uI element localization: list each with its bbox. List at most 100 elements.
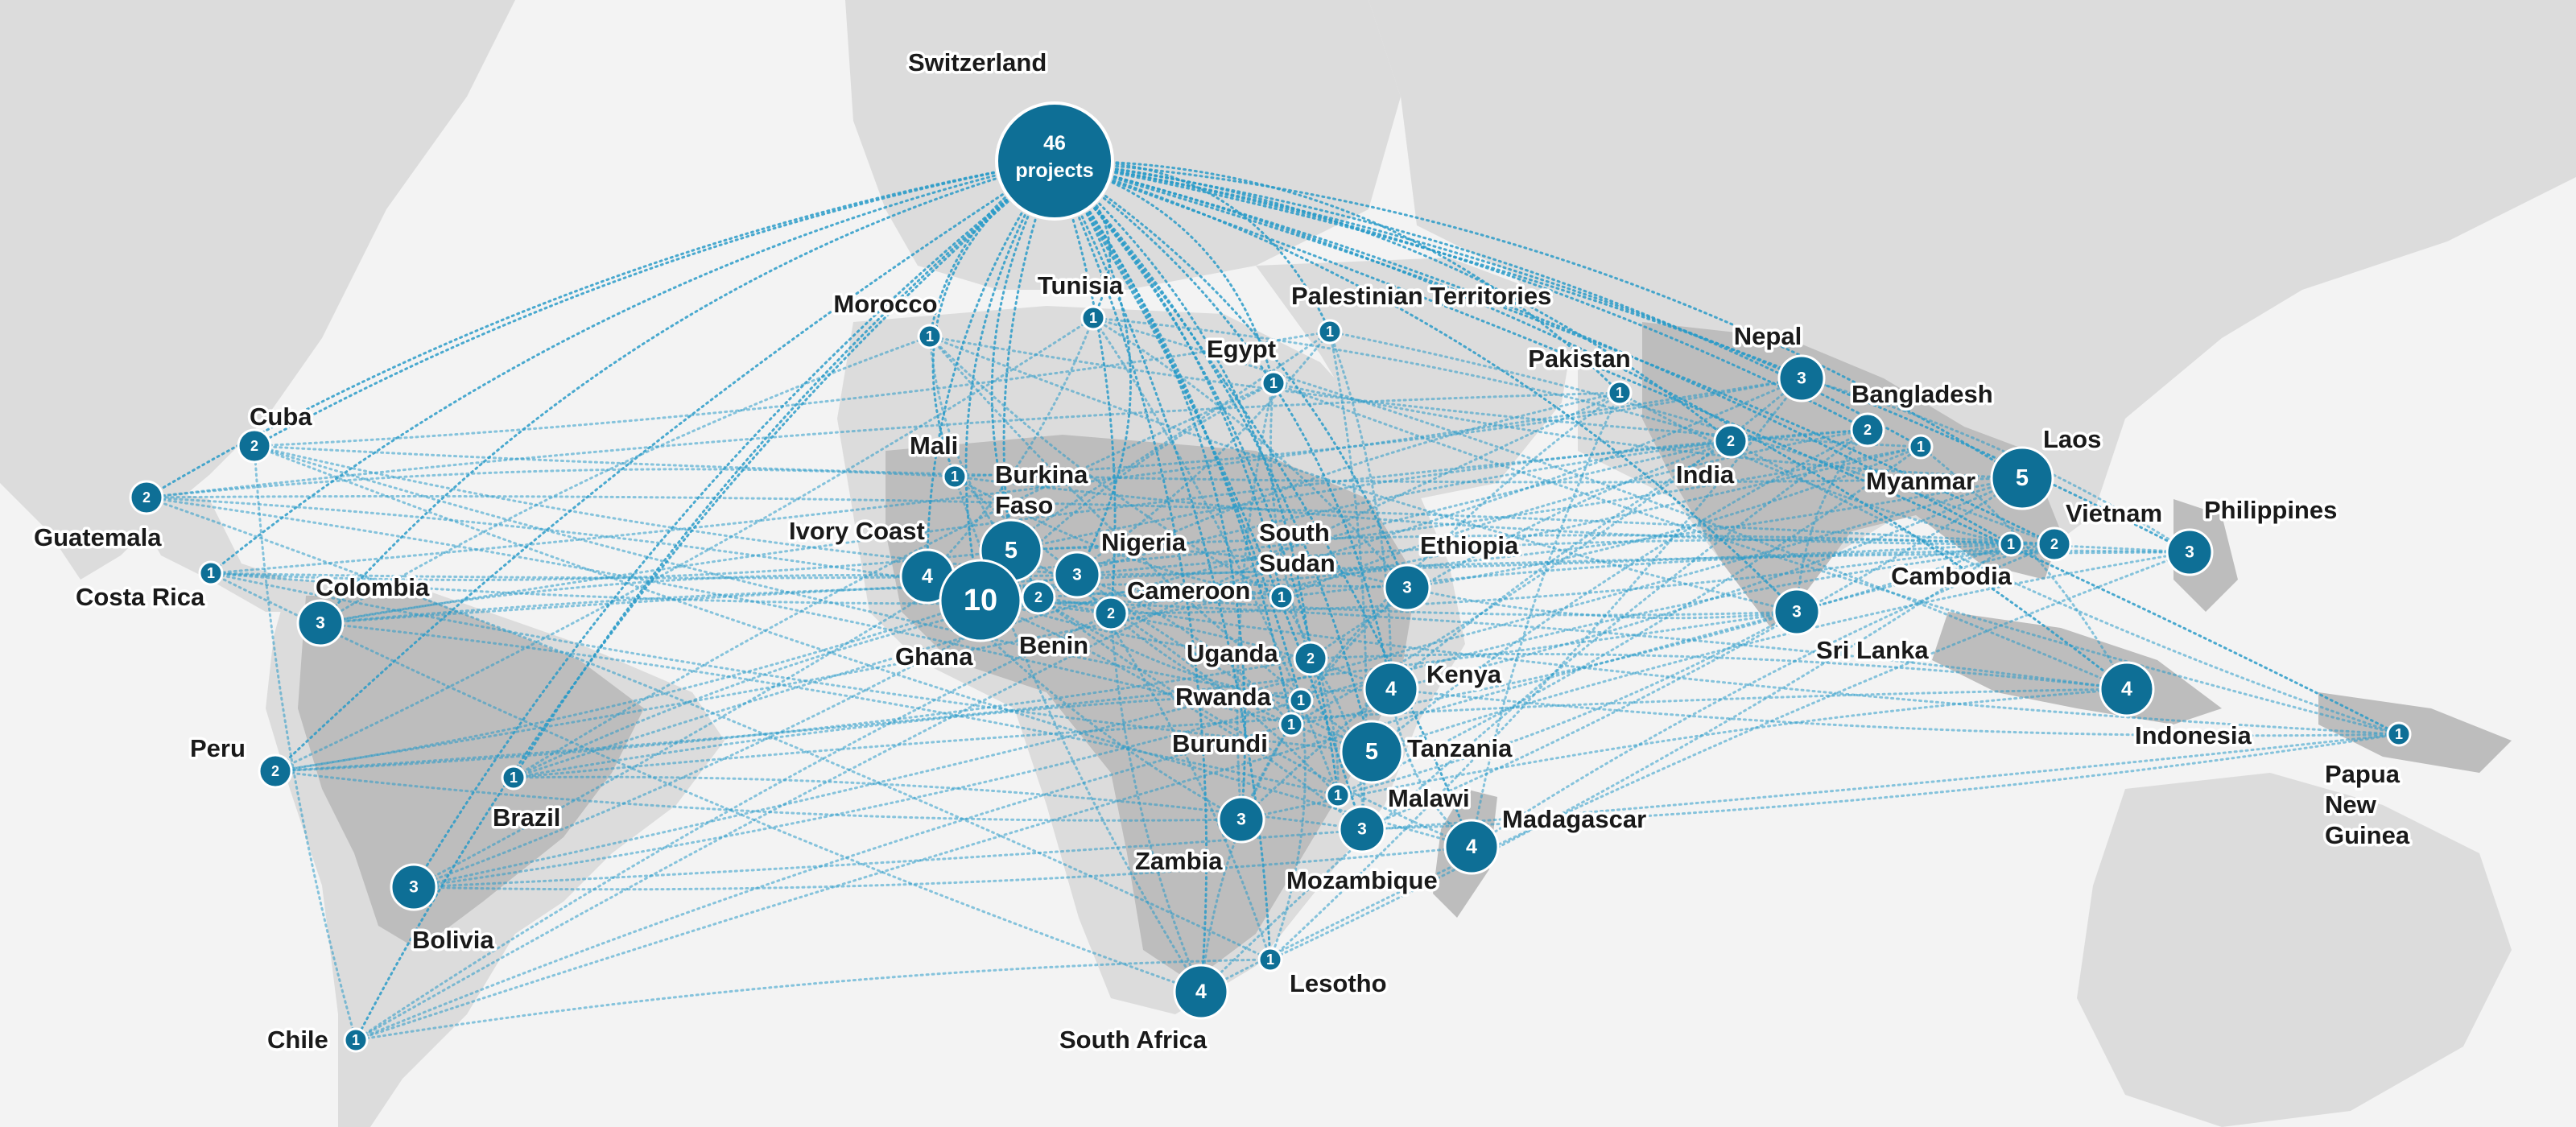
marker-count: 1 [1326, 324, 1334, 340]
marker-tunisia[interactable]: 1 [1080, 305, 1106, 331]
marker-bangladesh[interactable]: 2 [1850, 412, 1885, 448]
route-line [412, 845, 1473, 891]
marker-mali[interactable]: 1 [942, 464, 968, 489]
marker-chile[interactable]: 1 [343, 1027, 369, 1053]
route-line [926, 445, 1922, 578]
central-america-shape [121, 483, 306, 612]
route-line [274, 770, 1243, 822]
marker-count: 3 [316, 614, 325, 633]
marker-lesotho[interactable]: 1 [1257, 947, 1283, 972]
marker-cuba[interactable]: 2 [237, 428, 272, 464]
marker-egypt[interactable]: 1 [1261, 370, 1286, 396]
marker-circle [1269, 584, 1294, 610]
marker-count: 2 [1727, 433, 1735, 449]
route-line [145, 496, 1272, 961]
marker-circle [1850, 412, 1885, 448]
route-line [1053, 159, 2401, 736]
marker-circle [1053, 551, 1101, 599]
marker-circle [1777, 354, 1826, 402]
papua-new-guinea-shape [2318, 692, 2512, 773]
route-line [953, 377, 1803, 478]
marker-philippines[interactable]: 3 [2165, 528, 2214, 576]
marker-nigeria[interactable]: 3 [1053, 551, 1101, 599]
marker-ghana[interactable]: 10 [939, 559, 1022, 642]
marker-laos[interactable]: 5 [1990, 446, 2054, 510]
marker-circle [2037, 526, 2072, 562]
route-line [145, 468, 956, 499]
marker-tanzania[interactable]: 5 [1340, 720, 1404, 784]
marker-south-africa[interactable]: 4 [1173, 964, 1229, 1020]
marker-count: 1 [1266, 952, 1274, 968]
marker-benin[interactable]: 2 [1021, 580, 1056, 615]
route-line [1092, 316, 1340, 797]
route-line [1370, 551, 2191, 753]
route-line [1240, 440, 1732, 821]
marker-madagascar[interactable]: 4 [1443, 819, 1500, 875]
marker-kenya[interactable]: 4 [1363, 661, 1419, 717]
route-line [512, 687, 2128, 779]
marker-nepal[interactable]: 3 [1777, 354, 1826, 402]
route-line [412, 477, 2024, 889]
route-line [1919, 445, 2128, 691]
route-line [1299, 391, 1621, 702]
marker-circle [1257, 947, 1283, 972]
route-line [1092, 316, 2128, 691]
marker-circle [1173, 964, 1229, 1020]
marker-myanmar[interactable]: 1 [1908, 434, 1934, 460]
route-line [274, 316, 1095, 773]
route-line [145, 391, 1621, 499]
route-line [319, 159, 1056, 625]
marker-ethiopia[interactable]: 3 [1383, 564, 1431, 612]
marker-indonesia[interactable]: 4 [2099, 661, 2155, 717]
marker-circle [1093, 596, 1129, 631]
marker-zambia[interactable]: 3 [1217, 795, 1265, 844]
route-line [209, 572, 1373, 753]
route-line [1053, 159, 2024, 480]
marker-pakistan[interactable]: 1 [1607, 380, 1633, 406]
marker-palestinian-territories[interactable]: 1 [1317, 319, 1343, 345]
country-label-south-africa: South Africa [1059, 1026, 1208, 1054]
marker-colombia[interactable]: 3 [296, 599, 345, 647]
route-line [1053, 159, 1364, 831]
route-line [1109, 543, 2013, 615]
marker-south-sudan[interactable]: 1 [1269, 584, 1294, 610]
route-line [1269, 699, 1307, 961]
marker-circle [2099, 661, 2155, 717]
marker-vietnam[interactable]: 2 [2037, 526, 2072, 562]
marker-sri-lanka[interactable]: 3 [1773, 588, 1821, 636]
marker-malawi[interactable]: 1 [1325, 782, 1351, 808]
route-line [1075, 391, 1621, 576]
marker-rwanda[interactable]: 1 [1288, 687, 1314, 713]
marker-count: 5 [2016, 465, 2029, 491]
marker-count: 4 [922, 565, 933, 588]
marker-circle [237, 428, 272, 464]
route-line [979, 599, 1364, 831]
marker-costa-rica[interactable]: 1 [198, 560, 224, 586]
marker-mozambique[interactable]: 3 [1338, 805, 1386, 853]
marker-cambodia[interactable]: 1 [1998, 531, 2024, 557]
country-label-bangladesh: Bangladesh [1852, 380, 1993, 408]
marker-brazil[interactable]: 1 [501, 765, 526, 791]
country-label-ghana: Ghana [895, 642, 973, 671]
route-line [928, 335, 1283, 599]
marker-count: 3 [1402, 579, 1412, 597]
route-line [274, 599, 982, 773]
marker-cameroon[interactable]: 2 [1093, 596, 1129, 631]
marker-morocco[interactable]: 1 [917, 324, 943, 349]
marker-count: 2 [1864, 422, 1872, 438]
route-line [1280, 596, 1340, 797]
marker-uganda[interactable]: 2 [1293, 641, 1328, 676]
marker-guatemala[interactable]: 2 [129, 480, 164, 515]
marker-papua-new-guinea[interactable]: 1 [2386, 721, 2412, 747]
route-line [354, 723, 1293, 1042]
marker-bolivia[interactable]: 3 [390, 863, 438, 911]
route-line [412, 699, 1302, 889]
marker-peru[interactable]: 2 [258, 753, 293, 789]
route-line [253, 330, 1331, 448]
marker-burundi[interactable]: 1 [1278, 712, 1304, 737]
route-line [209, 543, 2013, 580]
marker-india[interactable]: 2 [1713, 423, 1748, 459]
route-line [1406, 445, 1922, 589]
